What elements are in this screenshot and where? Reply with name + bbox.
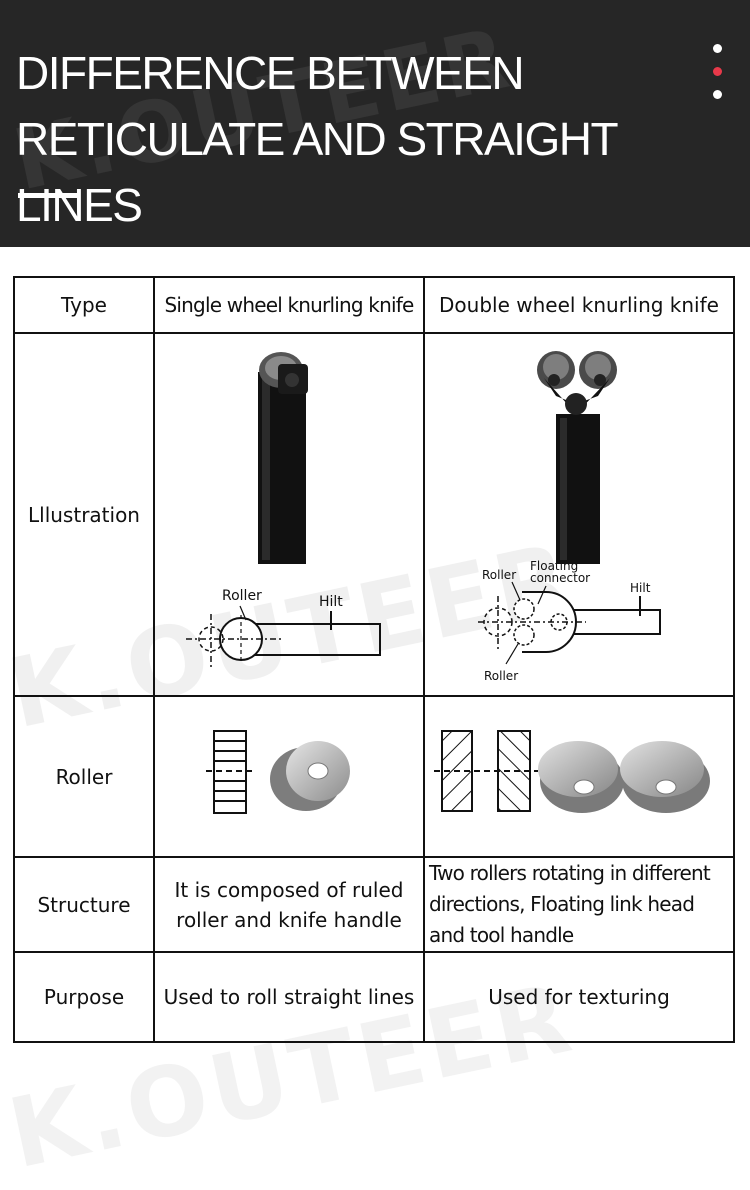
page-title: DIFFERENCE BETWEEN RETICULATE AND STRAIG…: [16, 40, 750, 238]
diagonal-roller-figure: [434, 730, 710, 813]
roller-bottom-label: Roller: [484, 669, 518, 683]
slide-dot[interactable]: [713, 67, 722, 76]
purpose-single: Used to roll straight lines: [153, 951, 425, 1043]
roller-circle-icon: [513, 624, 535, 646]
roller-double: [423, 695, 735, 858]
slide-dot[interactable]: [713, 90, 722, 99]
illustration-single: Roller Hilt: [153, 332, 425, 697]
table-row: Roller: [13, 695, 735, 858]
illustration-double: Roller Floating connector Hilt Roller: [423, 332, 735, 697]
roller-label: Roller: [222, 588, 262, 604]
structure-single: It is composed of ruled roller and knife…: [153, 856, 425, 953]
row-label-purpose: Purpose: [13, 951, 155, 1043]
slide-dot[interactable]: [713, 44, 722, 53]
table-row: Structure It is composed of ruled roller…: [13, 856, 735, 953]
roller-circle-icon: [513, 598, 535, 620]
diagonal-roller-photo-icon: [538, 741, 710, 813]
hilt-label: Hilt: [630, 581, 651, 595]
row-label-structure: Structure: [13, 856, 155, 953]
roller-top-label: Roller: [482, 568, 516, 582]
single-knife-figure: Roller Hilt: [186, 352, 381, 669]
type-double: Double wheel knurling knife: [423, 276, 735, 334]
structure-double: Two rollers rotating in different direct…: [423, 856, 735, 953]
title-underline: [18, 193, 78, 198]
hero-banner: K.OUTEER DIFFERENCE BETWEEN RETICULATE A…: [0, 0, 750, 247]
diagonal-pattern-icon: [434, 730, 538, 812]
floating-label-line-2: connector: [530, 571, 590, 585]
row-label-roller: Roller: [13, 695, 155, 858]
straight-roller-figure: [206, 730, 350, 814]
double-knife-figure: Roller Floating connector Hilt Roller: [478, 351, 661, 683]
table-row: Purpose Used to roll straight lines Used…: [13, 951, 735, 1043]
slide-dots[interactable]: [713, 44, 723, 113]
straight-roller-photo-icon: [270, 741, 350, 811]
table-row: Lllustration Roller Hilt: [13, 332, 735, 697]
comparison-table: Type Single wheel knurling knife Double …: [13, 276, 735, 1043]
type-single: Single wheel knurling knife: [153, 276, 425, 334]
page-title-line-2: RETICULATE AND STRAIGHT LINES: [16, 113, 618, 231]
page-title-line-1: DIFFERENCE BETWEEN: [16, 47, 525, 99]
hilt-label: Hilt: [319, 594, 343, 610]
purpose-double: Used for texturing: [423, 951, 735, 1043]
roller-single: [153, 695, 425, 858]
row-label-illustration: Lllustration: [13, 332, 155, 697]
straight-pattern-icon: [206, 730, 256, 814]
table-row: Type Single wheel knurling knife Double …: [13, 276, 735, 334]
row-label-type: Type: [13, 276, 155, 334]
floating-label-line-1: Floating: [530, 559, 578, 573]
